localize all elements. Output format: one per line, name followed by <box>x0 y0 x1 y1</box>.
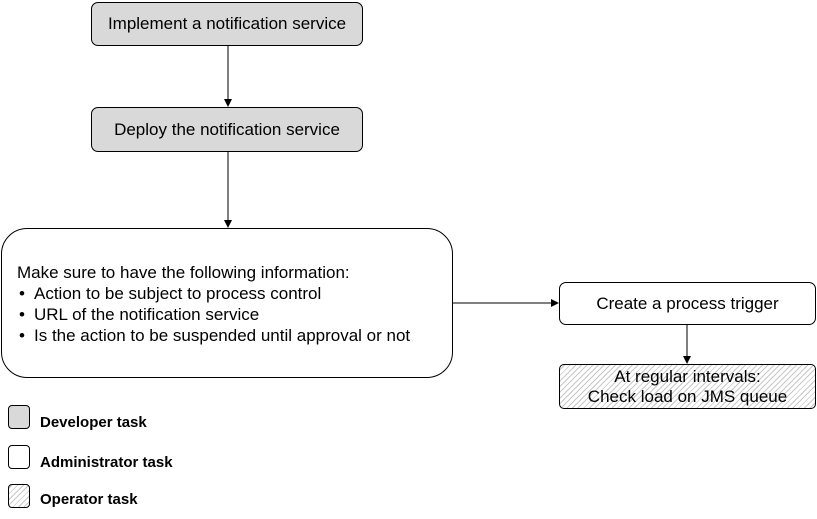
developer-task-implement-notification-service: Implement a notification service <box>91 2 363 46</box>
box-label-line-2: Check load on JMS queue <box>587 386 788 406</box>
legend-swatch-administrator <box>8 445 30 469</box>
info-item: Is the action to be suspended until appr… <box>17 325 410 346</box>
developer-task-deploy-notification-service: Deploy the notification service <box>91 107 363 152</box>
box-label: Deploy the notification service <box>114 119 340 139</box>
info-item: URL of the notification service <box>17 304 410 325</box>
legend-label-developer: Developer task <box>40 414 147 431</box>
legend-label-operator: Operator task <box>40 491 138 508</box>
operator-task-check-jms-queue: At regular intervals: Check load on JMS … <box>559 364 816 409</box>
box-label: Implement a notification service <box>107 14 347 33</box>
legend-label-administrator: Administrator task <box>40 454 173 471</box>
legend-swatch-developer <box>8 405 30 429</box>
info-list: Action to be subject to process control … <box>17 283 410 346</box>
box-label: Create a process trigger <box>596 293 779 313</box>
info-item: Action to be subject to process control <box>17 283 410 304</box>
legend-swatch-operator <box>8 484 30 508</box>
box-label-line-1: At regular intervals: <box>614 366 761 386</box>
administrator-task-create-process-trigger: Create a process trigger <box>559 282 816 325</box>
administrator-task-required-information: Make sure to have the following informat… <box>1 228 453 378</box>
info-heading: Make sure to have the following informat… <box>17 263 350 282</box>
